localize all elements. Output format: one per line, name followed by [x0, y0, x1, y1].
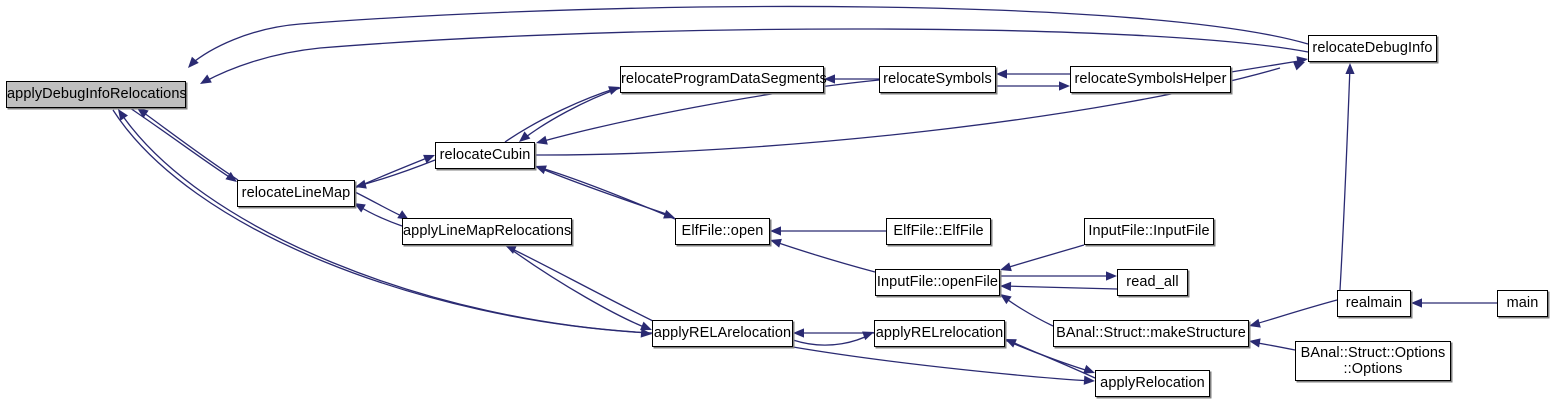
graph-node-label: ElfFile::open — [681, 223, 764, 240]
graph-node-banal-struct-options-options[interactable]: BAnal::Struct::Options ::Options — [1295, 341, 1451, 381]
graph-node-relocatelinemap[interactable]: relocateLineMap — [237, 180, 355, 207]
graph-node-label: relocateLineMap — [241, 185, 351, 202]
graph-node-realmain[interactable]: realmain — [1337, 290, 1411, 317]
graph-node-inputfile-openfile[interactable]: InputFile::openFile — [875, 269, 1000, 296]
graph-node-elffile-open[interactable]: ElfFile::open — [675, 218, 770, 245]
graph-node-applylinemaprelocations[interactable]: applyLineMapRelocations — [402, 218, 572, 245]
graph-node-label: applyRelocation — [1100, 375, 1205, 392]
graph-node-label: applyDebugInfoRelocations — [7, 86, 187, 103]
graph-node-label: BAnal::Struct::makeStructure — [1056, 325, 1246, 342]
graph-node-label: applyLineMapRelocations — [403, 223, 572, 240]
graph-node-main[interactable]: main — [1497, 290, 1548, 317]
graph-node-label: applyRELArelocation — [653, 325, 792, 342]
graph-node-applyrelocation[interactable]: applyRelocation — [1095, 370, 1210, 397]
graph-node-label: relocateSymbolsHelper — [1074, 71, 1227, 88]
graph-node-elffile-elffile[interactable]: ElfFile::ElfFile — [886, 218, 991, 245]
graph-node-relocatesymbolshelper[interactable]: relocateSymbolsHelper — [1070, 66, 1231, 93]
graph-node-label: applyRELrelocation — [875, 325, 1004, 342]
graph-node-label: relocateProgramDataSegments — [621, 71, 827, 88]
graph-node-label: relocateCubin — [439, 147, 531, 164]
graph-node-label: relocateDebugInfo — [1312, 40, 1433, 57]
graph-node-label: realmain — [1345, 295, 1403, 312]
graph-node-applydebuginforelocations[interactable]: applyDebugInfoRelocations — [6, 81, 187, 108]
graph-node-label: InputFile::InputFile — [1088, 223, 1210, 240]
graph-node-label: main — [1506, 295, 1539, 312]
graph-node-relocatecubin[interactable]: relocateCubin — [435, 142, 535, 169]
graph-node-inputfile-inputfile[interactable]: InputFile::InputFile — [1084, 218, 1214, 245]
graph-node-applyrelrelocation[interactable]: applyRELrelocation — [874, 320, 1005, 347]
graph-node-relocateprogramdatasegments[interactable]: relocateProgramDataSegments — [620, 66, 827, 93]
graph-node-label: read_all — [1126, 274, 1179, 291]
graph-node-label: relocateSymbols — [883, 71, 992, 88]
graph-node-banal-struct-makestructure[interactable]: BAnal::Struct::makeStructure — [1053, 320, 1249, 347]
graph-node-relocatesymbols[interactable]: relocateSymbols — [879, 66, 996, 93]
graph-node-applyrelarelocation[interactable]: applyRELArelocation — [652, 320, 793, 347]
graph-node-relocatedebuginfo[interactable]: relocateDebugInfo — [1308, 35, 1437, 62]
graph-node-label: BAnal::Struct::Options ::Options — [1300, 344, 1446, 377]
graph-node-label: ElfFile::ElfFile — [893, 223, 984, 240]
graph-node-label: InputFile::openFile — [876, 274, 999, 291]
graph-node-read-all[interactable]: read_all — [1117, 269, 1188, 296]
